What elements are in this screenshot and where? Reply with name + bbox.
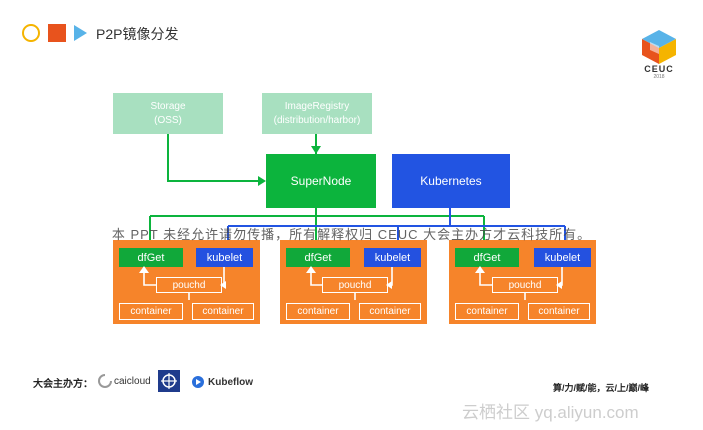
watermark-text: 本 PPT 未经允许请勿传播，所有解释权归 CEUC 大会主办方才云科技所有。 [111, 227, 592, 242]
ceuc-logo-icon [642, 30, 676, 64]
caicloud-logo: caicloud [98, 372, 151, 390]
circle-icon [22, 24, 40, 42]
pouchd-label: pouchd [172, 279, 206, 291]
site-watermark: 云栖社区 yq.aliyun.com [462, 403, 639, 422]
dfget-box: dfGet [119, 248, 183, 267]
kubeflow-label: Kubeflow [208, 376, 253, 388]
container-box: container [528, 303, 590, 320]
kubelet-label: kubelet [374, 251, 411, 264]
kubernetes-wheel-icon [158, 370, 180, 392]
container-label: container [538, 306, 580, 317]
ceuc-logo-year: 2018 [653, 74, 665, 80]
container-label: container [130, 306, 172, 317]
supernode-box: SuperNode [266, 154, 376, 208]
kubernetes-box: Kubernetes [392, 154, 510, 208]
kubernetes-label: Kubernetes [420, 174, 482, 188]
slogan-text: 算/力/赋/能，云/上/巅/峰 [553, 383, 650, 393]
triangle-icon [74, 25, 87, 41]
dfget-box: dfGet [455, 248, 519, 267]
dfget-box: dfGet [286, 248, 350, 267]
container-box: container [119, 303, 183, 320]
ceuc-logo-text: CEUC [644, 64, 674, 74]
kubeflow-icon [192, 376, 204, 388]
ceuc-logo: CEUC 2018 [638, 28, 680, 80]
kubelet-label: kubelet [544, 251, 581, 264]
container-label: container [466, 306, 508, 317]
square-icon [48, 24, 66, 42]
supernode-label: SuperNode [290, 174, 352, 188]
container-label: container [202, 306, 244, 317]
container-box: container [359, 303, 421, 320]
kubernetes-logo [158, 370, 180, 397]
caicloud-label: caicloud [114, 375, 151, 387]
kubeflow-logo: Kubeflow [191, 373, 253, 391]
kubelet-box: kubelet [364, 248, 421, 267]
page-title: P2P镜像分发 [96, 26, 179, 42]
organizer-label: 大会主办方： [33, 379, 93, 390]
image-registry-sublabel: (distribution/harbor) [273, 114, 361, 126]
dfget-label: dfGet [473, 251, 501, 264]
container-label: container [369, 306, 411, 317]
storage-label: Storage [150, 100, 186, 112]
image-registry-label: ImageRegistry [284, 100, 350, 112]
kubelet-label: kubelet [206, 251, 243, 264]
dfget-label: dfGet [304, 251, 332, 264]
pouchd-label: pouchd [338, 279, 372, 291]
pouchd-label: pouchd [508, 279, 542, 291]
storage-box: Storage (OSS) [113, 93, 223, 134]
kubelet-box: kubelet [196, 248, 253, 267]
image-registry-box: ImageRegistry (distribution/harbor) [262, 93, 372, 134]
storage-sublabel: (OSS) [154, 114, 182, 126]
dfget-label: dfGet [137, 251, 165, 264]
container-label: container [297, 306, 339, 317]
caicloud-icon [98, 374, 112, 388]
container-box: container [192, 303, 254, 320]
kubelet-box: kubelet [534, 248, 591, 267]
container-box: container [286, 303, 350, 320]
container-box: container [455, 303, 519, 320]
